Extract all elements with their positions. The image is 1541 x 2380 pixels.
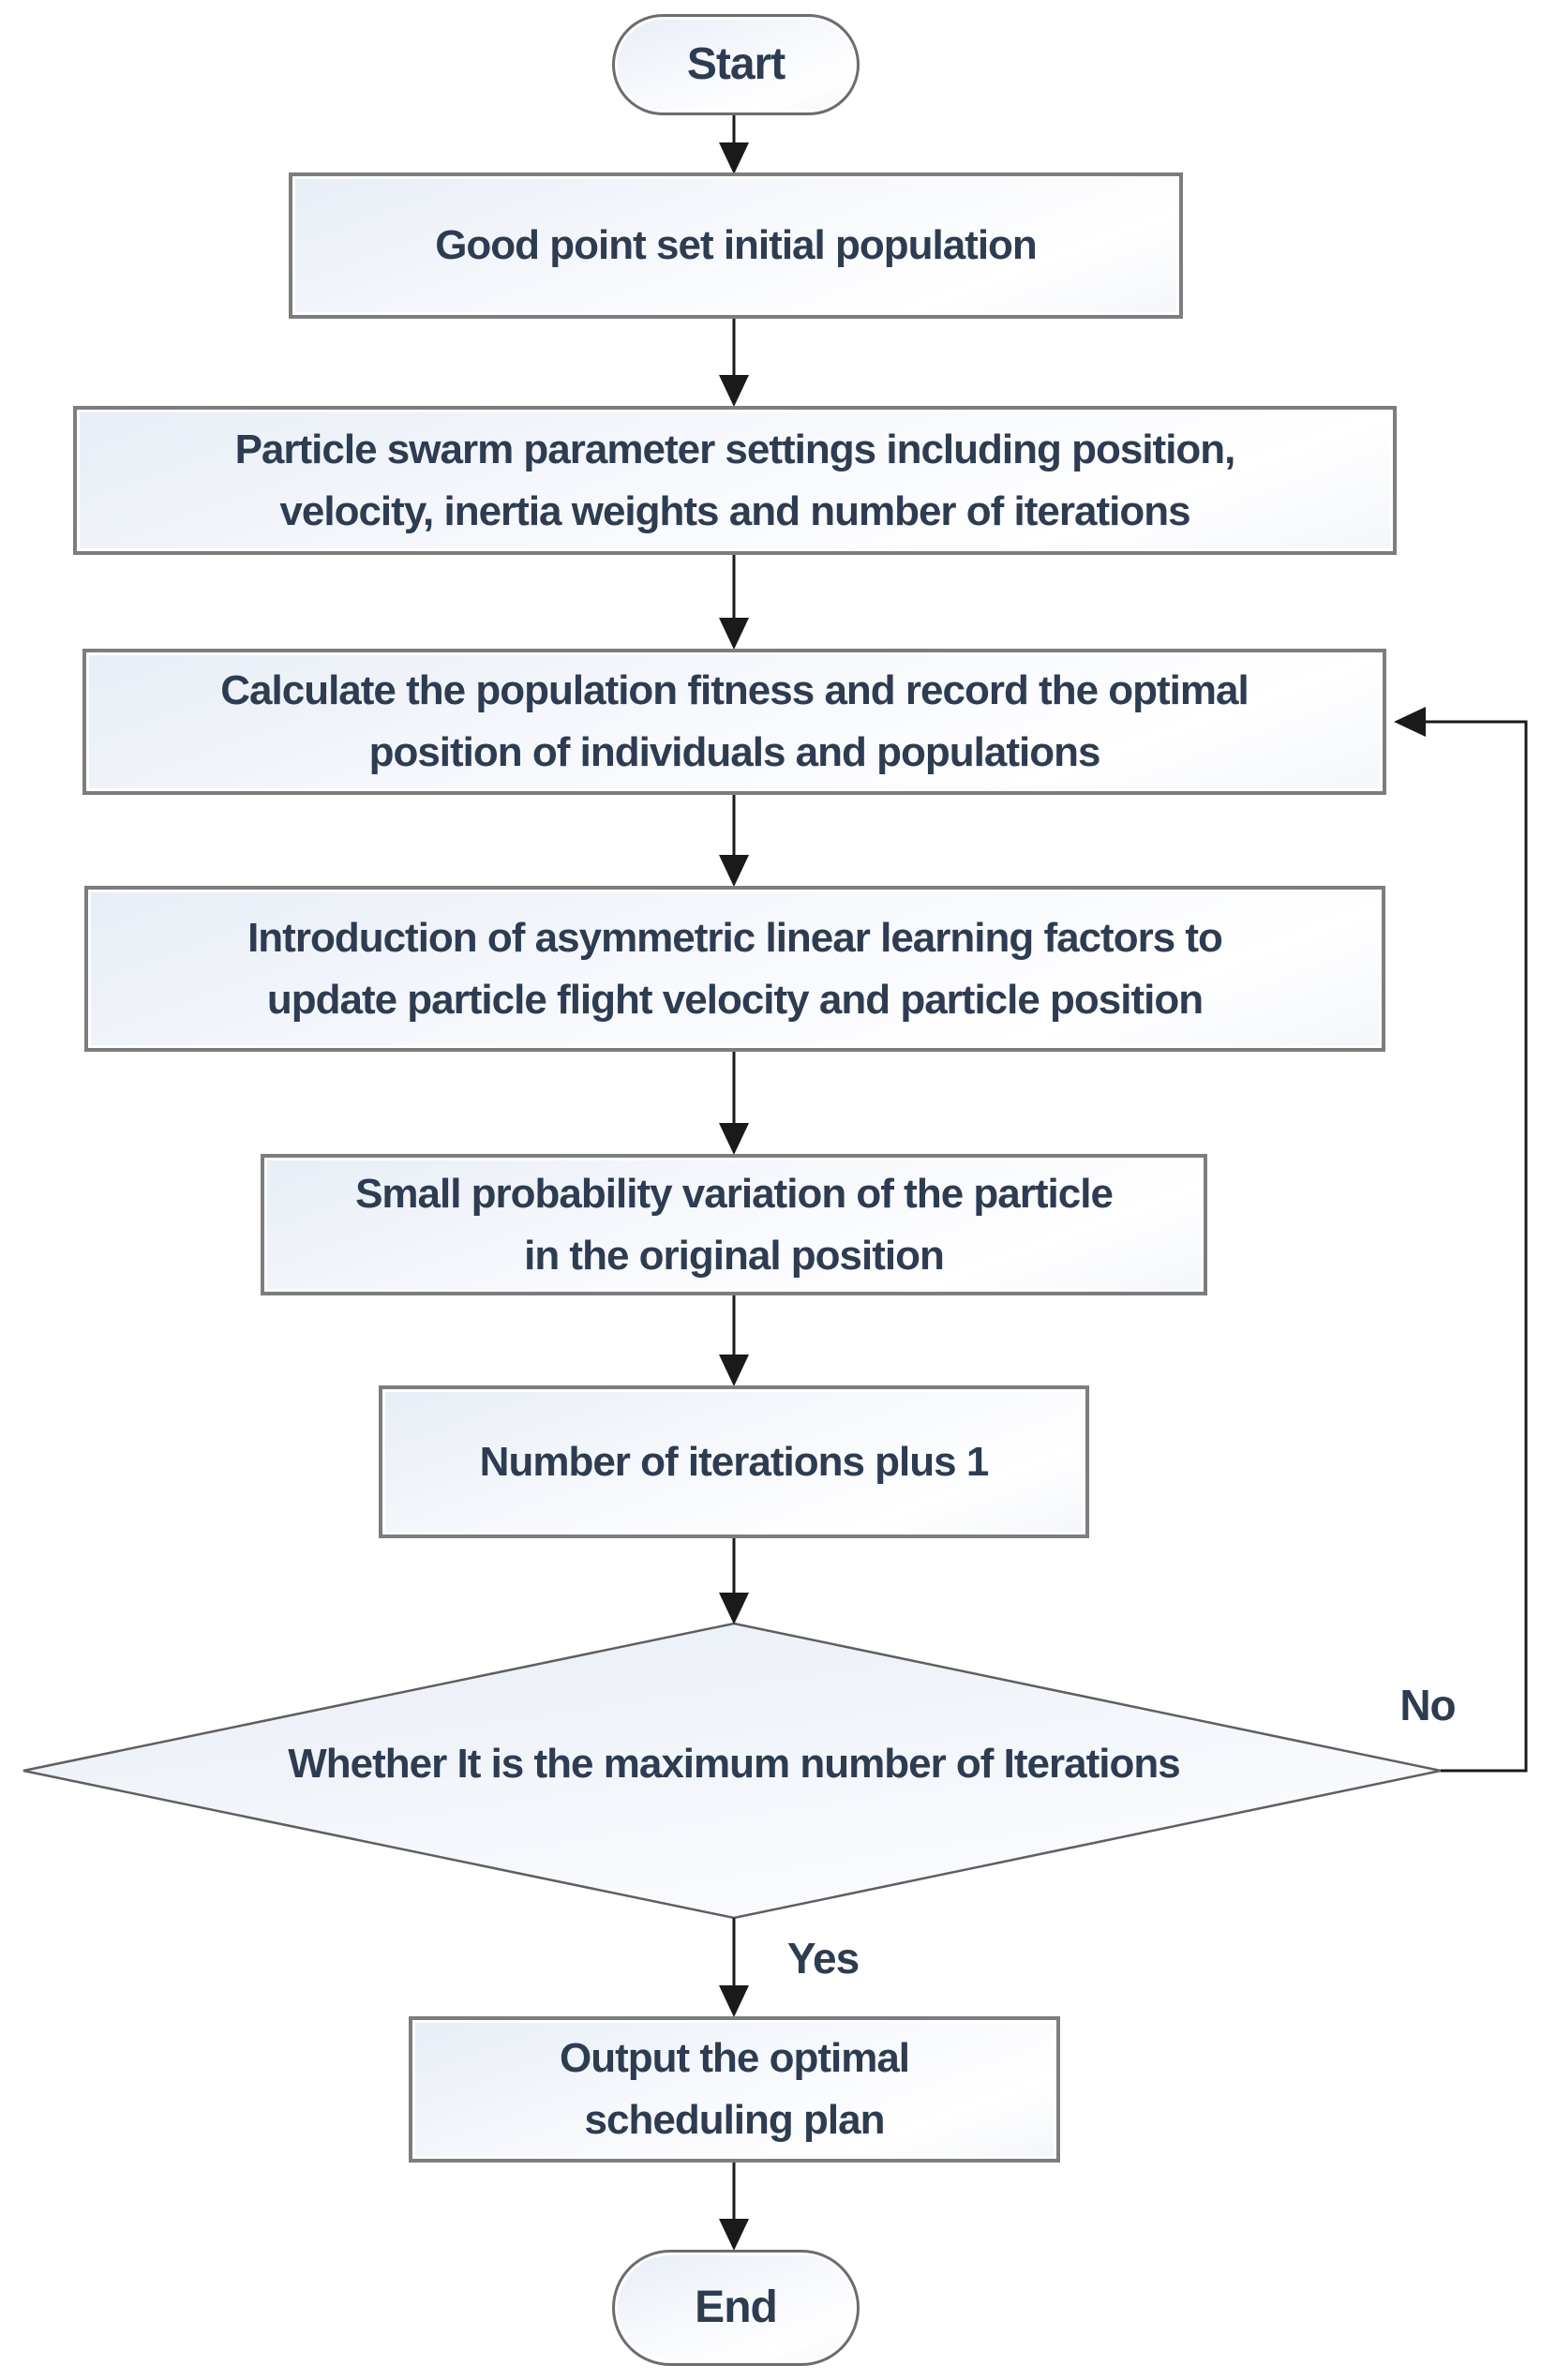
arrow-init-to-params bbox=[719, 319, 749, 407]
arrow-decision-yes-to-output bbox=[719, 1918, 749, 2017]
yes-branch-label: Yes bbox=[786, 1934, 860, 1983]
arrow-fitness-to-learning bbox=[719, 795, 749, 887]
max-iterations-decision-label: Whether It is the maximum number of Iter… bbox=[288, 1741, 1180, 1787]
learning-factors-box: Introduction of asymmetric linear learni… bbox=[84, 886, 1385, 1052]
iteration-increment-box: Number of iterations plus 1 bbox=[379, 1385, 1089, 1538]
fitness-calculation-box: Calculate the population fitness and rec… bbox=[82, 649, 1386, 795]
parameter-settings-box: Particle swarm parameter settings includ… bbox=[73, 406, 1397, 555]
arrow-params-to-fitness bbox=[719, 554, 749, 650]
output-plan-box: Output the optimal scheduling plan bbox=[409, 2016, 1060, 2163]
end-terminator: End bbox=[612, 2250, 860, 2366]
arrow-decision-no-feedback-to-fitness bbox=[1394, 707, 1528, 1773]
arrow-output-to-end bbox=[719, 2163, 749, 2251]
mutation-box: Small probability variation of the parti… bbox=[261, 1154, 1207, 1295]
no-branch-label: No bbox=[1399, 1681, 1456, 1729]
arrow-increment-to-decision bbox=[719, 1538, 749, 1624]
arrow-start-to-init bbox=[719, 115, 749, 174]
arrow-mutation-to-increment bbox=[719, 1295, 749, 1386]
start-terminator: Start bbox=[612, 14, 860, 115]
init-population-box: Good point set initial population bbox=[289, 172, 1183, 319]
arrow-learning-to-mutation bbox=[719, 1052, 749, 1155]
